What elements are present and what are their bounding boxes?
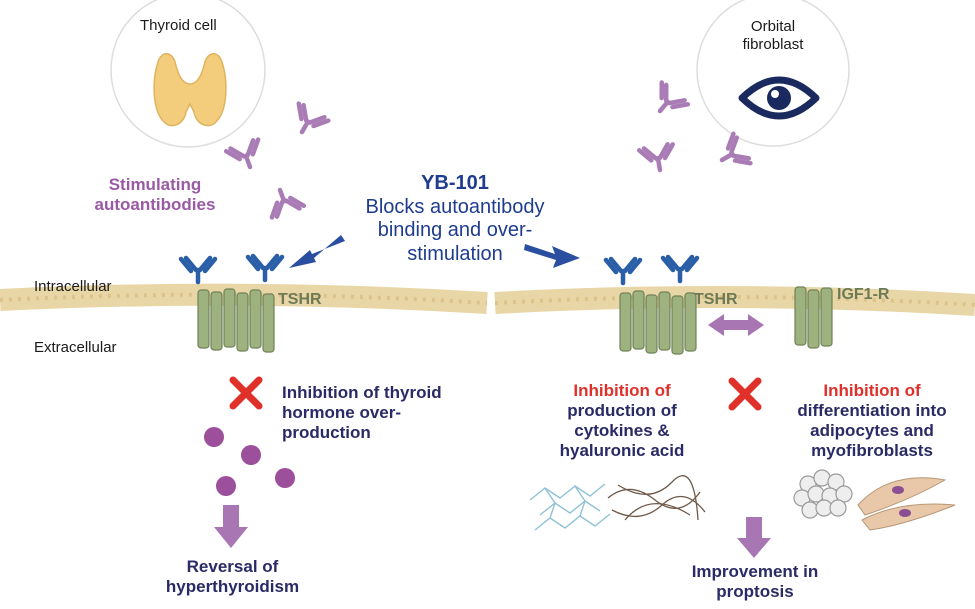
yb101-arrow-left — [289, 235, 345, 268]
reversal-hyperthyroidism-label: Reversal of hyperthyroidism — [165, 557, 300, 597]
stimulating-autoantibodies-label: Stimulating autoantibodies — [94, 175, 216, 215]
cell-membrane-right — [494, 285, 975, 316]
blocking-antibodies-left — [181, 256, 282, 282]
extracellular-label: Extracellular — [34, 339, 117, 356]
cytokine-fibers-icon — [607, 475, 706, 521]
inhibition-x-icon — [728, 377, 762, 411]
orbital-fibroblast-label: Orbital fibroblast — [742, 18, 804, 53]
improvement-proptosis-label: Improvement in proptosis — [691, 562, 819, 602]
tshr-right-label: TSHR — [694, 291, 738, 308]
myofibroblast-icon — [857, 477, 956, 531]
hyaluronic-acid-icon — [529, 483, 611, 531]
inhibition-x-icon — [229, 376, 263, 410]
tshr-left-label: TSHR — [278, 291, 322, 308]
eye-icon — [738, 76, 820, 120]
thyroid-hormone-particles — [204, 427, 295, 496]
igf1r-receptor — [794, 286, 833, 349]
fibroblast-circle — [696, 0, 850, 147]
intracellular-label: Intracellular — [34, 278, 112, 295]
yb101-label: YB-101 Blocks autoantibody binding and o… — [365, 172, 545, 265]
thyroid-cell-circle — [110, 0, 266, 148]
inhibition-differentiation-label: Inhibition of differentiation into adipo… — [797, 381, 947, 461]
yb101-arrow-right — [524, 244, 580, 268]
down-arrow-icon — [737, 517, 771, 558]
igf1r-label: IGF1-R — [837, 286, 890, 303]
thyroid-cell-label: Thyroid cell — [140, 17, 217, 34]
down-arrow-icon — [214, 505, 248, 548]
interaction-double-arrow — [708, 314, 764, 336]
inhibition-cytokines-label: Inhibition of production of cytokines & … — [559, 381, 685, 461]
blocking-antibodies-right — [606, 257, 697, 283]
thyroid-gland-icon — [153, 53, 227, 127]
adipocyte-cluster-icon — [793, 469, 853, 519]
inhibition-thyroid-label: Inhibition of thyroid hormone over- prod… — [282, 383, 442, 443]
